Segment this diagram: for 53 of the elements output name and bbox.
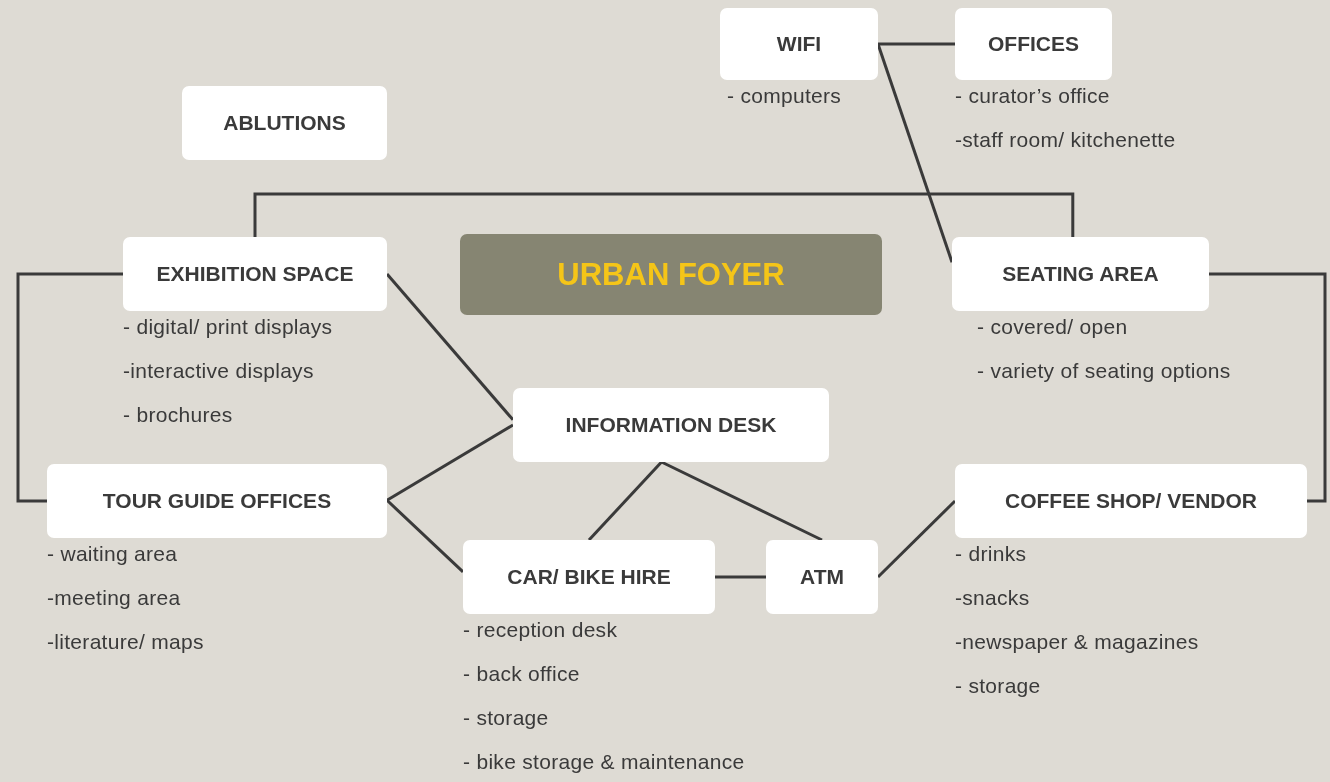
note-text: -interactive displays — [123, 358, 315, 384]
connector-line — [660, 460, 823, 542]
room-box — [955, 464, 1307, 538]
note-text: -snacks — [955, 585, 1031, 611]
title-box — [460, 234, 882, 315]
connector-line — [878, 42, 955, 46]
room-box — [182, 86, 387, 160]
connector-line — [876, 43, 954, 263]
box-label: ATM — [800, 565, 844, 589]
box-label: TOUR GUIDE OFFICES — [102, 489, 332, 513]
connector-line — [253, 192, 1075, 237]
note-text: - drinks — [955, 541, 1028, 567]
note-text: - storage — [463, 705, 550, 731]
note-text: - storage — [955, 673, 1042, 699]
note-text: -newspaper & magazines — [955, 629, 1199, 655]
note-text: - computers — [727, 83, 842, 109]
box-label: INFORMATION DESK — [565, 413, 777, 437]
connector-line — [385, 499, 465, 573]
note-text: - back office — [463, 661, 581, 687]
room-box — [955, 8, 1112, 80]
box-label: OFFICES — [988, 32, 1079, 56]
room-box — [513, 388, 829, 462]
note-text: -staff room/ kitchenette — [955, 127, 1176, 153]
note-text: - reception desk — [463, 617, 619, 643]
note-text: - brochures — [123, 402, 234, 428]
connector-line — [715, 575, 766, 579]
box-label: SEATING AREA — [1002, 262, 1159, 286]
box-label: COFFEE SHOP/ VENDOR — [1005, 489, 1257, 513]
box-label: URBAN FOYER — [557, 256, 785, 293]
connector-line — [876, 499, 957, 579]
connector-line — [1209, 272, 1327, 503]
room-box — [47, 464, 387, 538]
room-box — [766, 540, 878, 614]
box-label: EXHIBITION SPACE — [156, 262, 354, 286]
connector-line — [385, 273, 515, 421]
connector-line — [587, 461, 663, 541]
room-box — [463, 540, 715, 614]
connector-line — [386, 423, 514, 502]
box-label: ABLUTIONS — [223, 111, 346, 135]
box-label: CAR/ BIKE HIRE — [507, 565, 671, 589]
note-text: - waiting area — [47, 541, 179, 567]
note-text: -meeting area — [47, 585, 182, 611]
box-label: WIFI — [776, 32, 822, 56]
room-box — [952, 237, 1209, 311]
note-text: - bike storage & maintenance — [463, 749, 745, 775]
room-box — [720, 8, 878, 80]
connector-line — [16, 272, 123, 503]
note-text: - digital/ print displays — [123, 314, 333, 340]
note-text: -literature/ maps — [47, 629, 204, 655]
note-text: - variety of seating options — [977, 358, 1231, 384]
note-text: - covered/ open — [977, 314, 1129, 340]
room-box — [123, 237, 387, 311]
note-text: - curator’s office — [955, 83, 1111, 109]
